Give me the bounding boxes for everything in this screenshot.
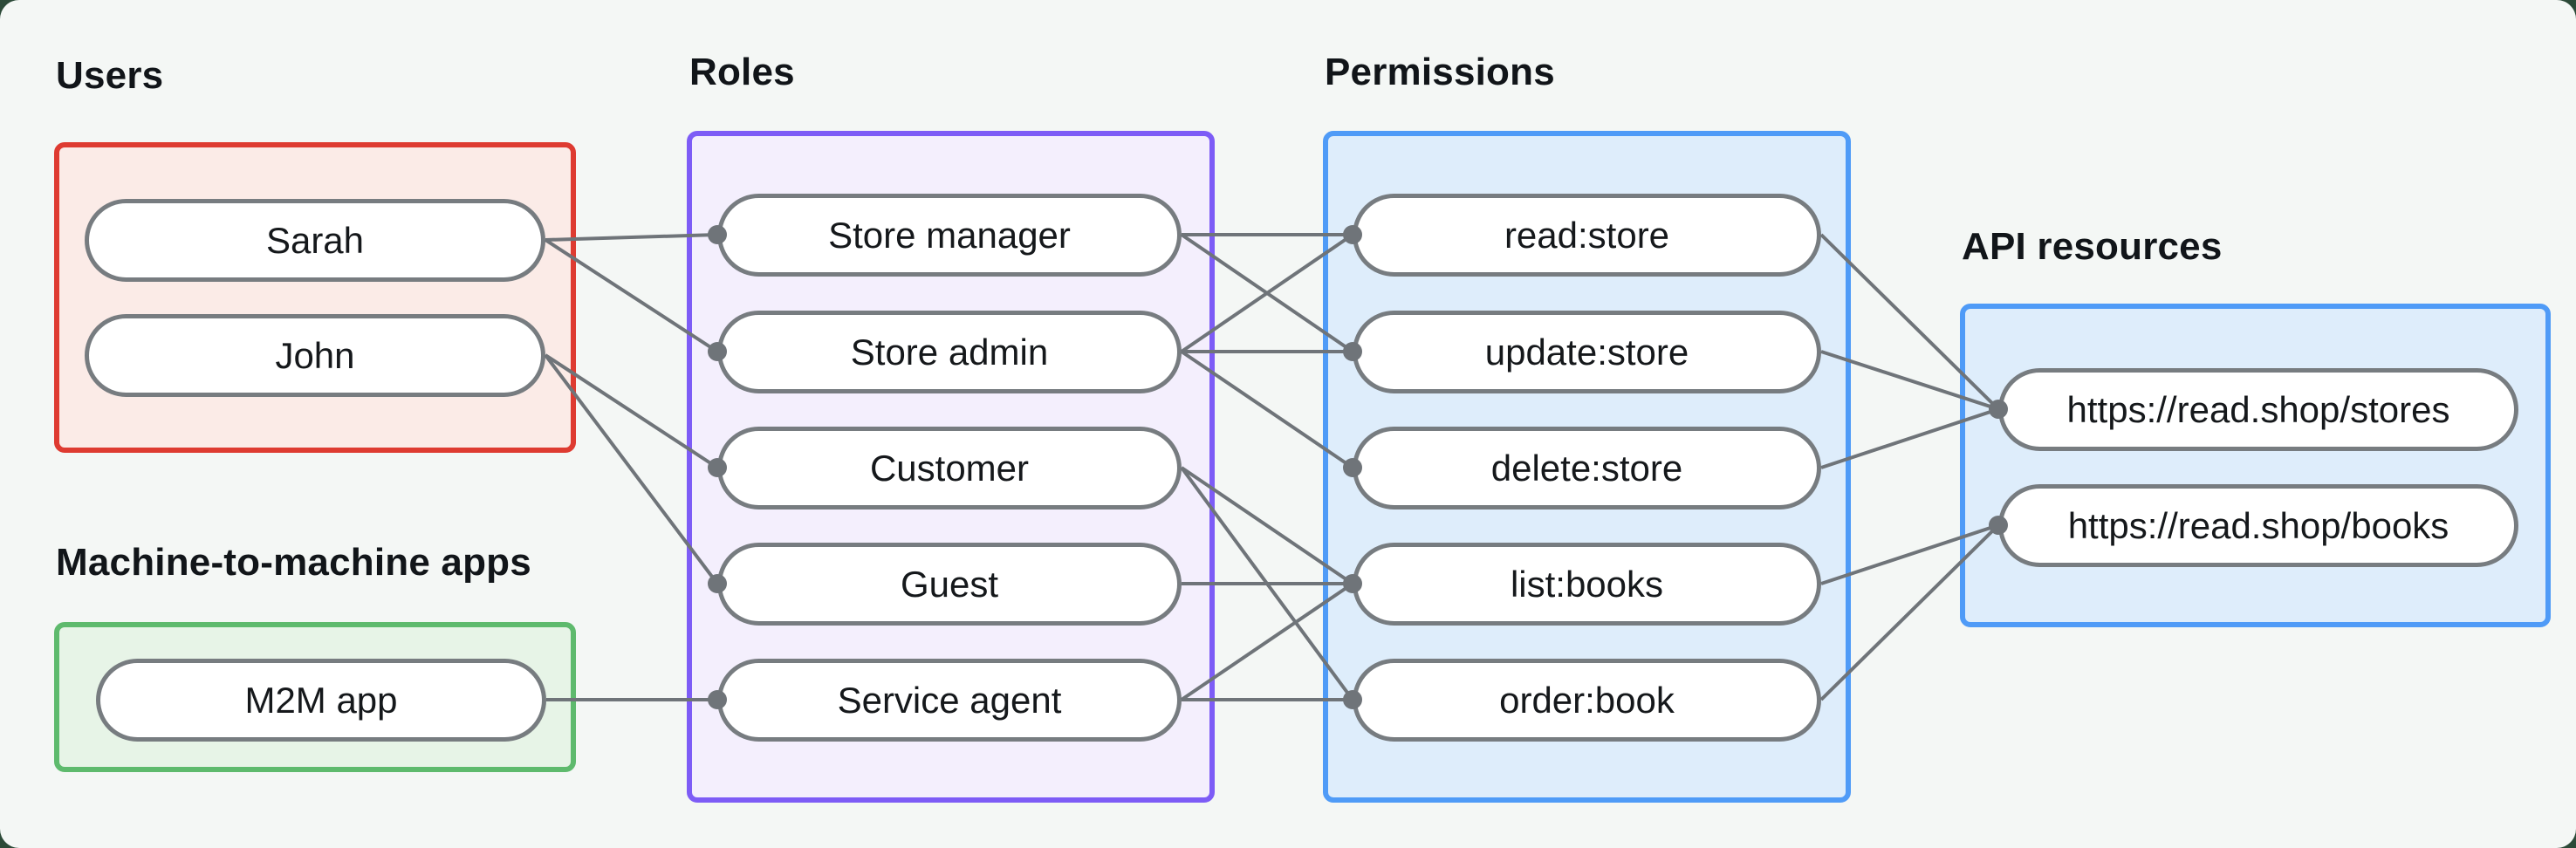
node-api-resource-books: https://read.shop/books	[1998, 484, 2518, 567]
node-user-sarah: Sarah	[85, 199, 545, 282]
node-permission-read-store: read:store	[1353, 194, 1821, 277]
m2m-group-label: Machine-to-machine apps	[56, 541, 531, 584]
node-m2m-app: M2M app	[96, 659, 546, 742]
node-role-store-admin: Store admin	[717, 311, 1182, 393]
node-role-store-manager: Store manager	[717, 194, 1182, 277]
node-permission-delete-store: delete:store	[1353, 427, 1821, 509]
node-user-john: John	[85, 314, 545, 397]
api-resources-group-box	[1960, 304, 2551, 627]
node-permission-update-store: update:store	[1353, 311, 1821, 393]
node-role-customer: Customer	[717, 427, 1182, 509]
permissions-group-label: Permissions	[1325, 51, 1555, 93]
api-resources-group-label: API resources	[1962, 225, 2223, 268]
node-api-resource-stores: https://read.shop/stores	[1998, 368, 2518, 451]
roles-group-label: Roles	[689, 51, 795, 93]
node-permission-list-books: list:books	[1353, 543, 1821, 626]
node-permission-order-book: order:book	[1353, 659, 1821, 742]
node-role-service-agent: Service agent	[717, 659, 1182, 742]
node-role-guest: Guest	[717, 543, 1182, 626]
users-group-label: Users	[56, 54, 164, 97]
users-group-box	[54, 142, 576, 453]
